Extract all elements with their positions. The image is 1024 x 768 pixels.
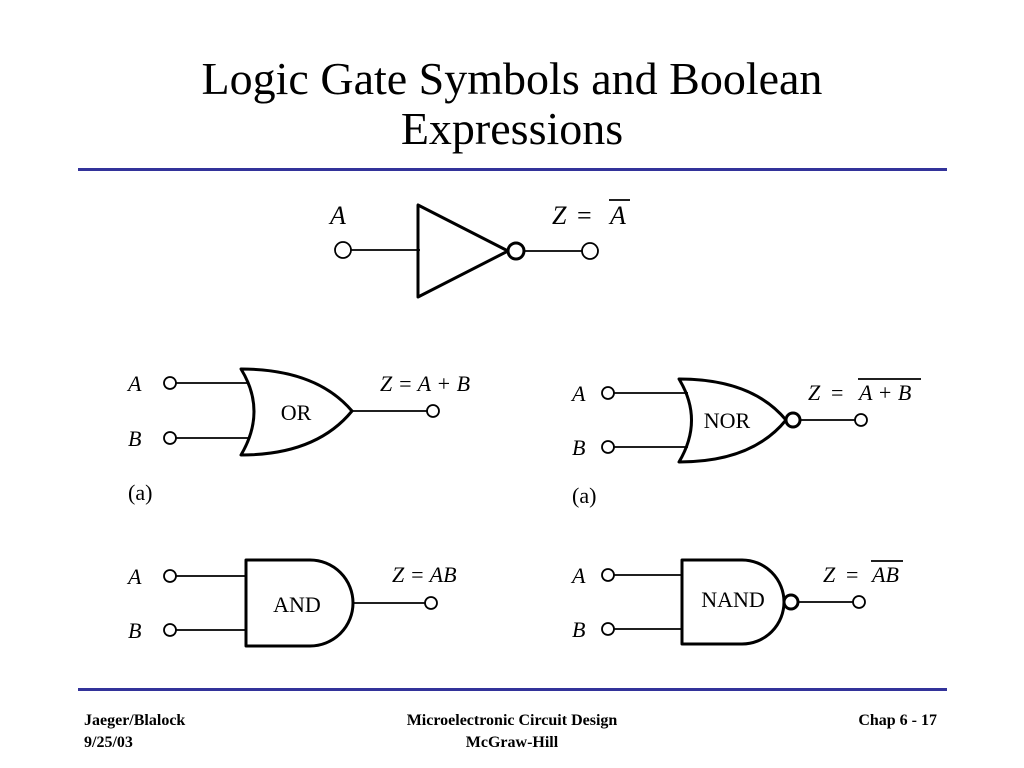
nor-input-b-terminal (601, 440, 615, 454)
and-output-terminal (424, 596, 438, 610)
or-output-terminal (426, 404, 440, 418)
nor-output-terminal (854, 413, 868, 427)
nand-inversion-bubble (782, 593, 800, 611)
and-input-a-label: A (126, 564, 142, 589)
footer-page: Chap 6 - 17 (858, 712, 937, 729)
and-output-expression: Z = AB (392, 562, 457, 587)
or-input-b-label: B (128, 426, 141, 451)
slide-title: Logic Gate Symbols and Boolean Expressio… (0, 54, 1024, 154)
footer-date: 9/25/03 (84, 734, 133, 751)
not-triangle (416, 203, 510, 299)
nand-gate: A B NAND Z = AB (570, 558, 903, 646)
or-caption: (a) (128, 480, 152, 505)
not-gate: A Z = A (328, 199, 630, 299)
or-body (239, 367, 354, 457)
nand-input-a-terminal (601, 568, 615, 582)
nand-input-a-label: A (570, 563, 586, 588)
footer-book: Microelectronic Circuit Design (406, 712, 618, 729)
footer-authors: Jaeger/Blalock (84, 712, 186, 729)
footer-left: Jaeger/Blalock 9/25/03 (84, 710, 185, 754)
nor-gate-name: NOR (704, 408, 751, 433)
title-line-2: Expressions (400, 103, 624, 154)
nor-output-expression: A + B (857, 380, 911, 405)
not-input-terminal (334, 241, 352, 259)
not-output-expression: A (608, 201, 626, 230)
nor-body (677, 377, 788, 464)
or-input-a-terminal (163, 376, 177, 390)
and-input-b-label: B (128, 618, 141, 643)
nand-output-z: Z (823, 562, 836, 587)
not-output-terminal (581, 242, 599, 260)
and-gate: A B AND Z = AB (126, 558, 457, 648)
nor-input-b-label: B (572, 435, 585, 460)
or-output-expression: Z = A + B (380, 371, 470, 396)
or-gate: A B OR Z = A + B (a) (126, 367, 470, 505)
nand-output-expression: AB (870, 562, 899, 587)
nand-gate-name: NAND (701, 587, 765, 612)
nand-input-b-terminal (601, 622, 615, 636)
and-input-a-terminal (163, 569, 177, 583)
nor-gate: A B NOR Z = A + B (a) (570, 377, 921, 508)
not-input-label: A (328, 201, 346, 230)
nand-output-terminal (852, 595, 866, 609)
and-body (244, 558, 355, 648)
top-divider (78, 168, 947, 171)
or-gate-name: OR (281, 400, 312, 425)
not-output-z: Z (552, 201, 567, 230)
nor-input-a-terminal (601, 386, 615, 400)
nor-input-a-label: A (570, 381, 586, 406)
nand-output-equals: = (846, 562, 858, 587)
and-input-b-terminal (163, 623, 177, 637)
nor-caption: (a) (572, 483, 596, 508)
or-input-b-terminal (163, 431, 177, 445)
footer-publisher: McGraw-Hill (465, 734, 559, 751)
bottom-divider (78, 688, 947, 691)
or-input-a-label: A (126, 371, 142, 396)
and-gate-name: AND (273, 592, 321, 617)
not-inversion-bubble (506, 241, 526, 261)
footer-center: Microelectronic Circuit Design McGraw-Hi… (362, 710, 662, 754)
title-line-1: Logic Gate Symbols and Boolean (201, 53, 823, 104)
nor-output-z: Z (808, 380, 821, 405)
nor-inversion-bubble (784, 411, 802, 429)
footer-right: Chap 6 - 17 (780, 710, 937, 732)
not-output-equals: = (577, 201, 592, 230)
nand-input-b-label: B (572, 617, 585, 642)
nor-output-equals: = (831, 380, 843, 405)
